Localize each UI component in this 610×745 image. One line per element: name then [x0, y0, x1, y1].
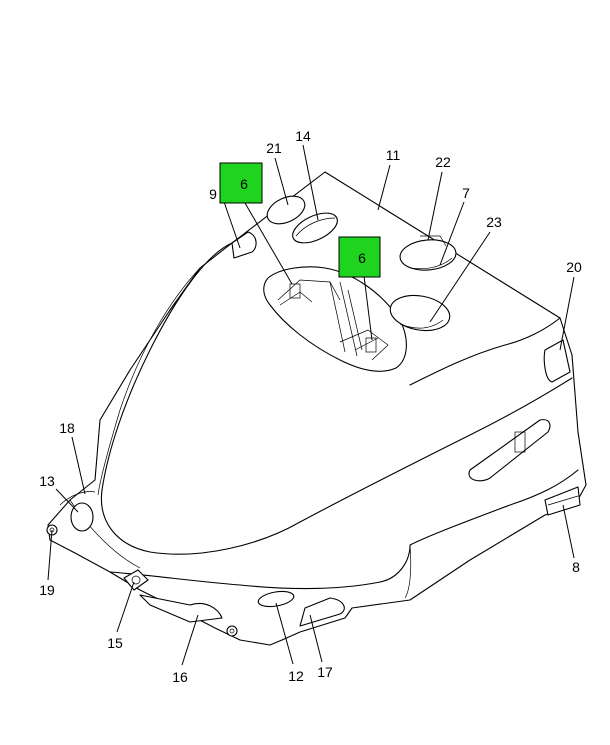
callout-15: 15	[107, 635, 123, 651]
opening-rail-2	[329, 281, 346, 353]
leader-6a	[244, 202, 293, 285]
callout-6a: 6	[240, 176, 248, 192]
highlight-box-6a	[219, 162, 263, 204]
callout-7: 7	[462, 185, 470, 201]
leader-17	[309, 614, 323, 663]
notch-22	[420, 235, 447, 247]
leader-23	[429, 231, 491, 323]
hood-assembly	[47, 171, 587, 646]
fastener-15	[123, 569, 149, 591]
callout-16: 16	[172, 669, 188, 685]
leader-6b	[363, 275, 373, 341]
fastener-lower	[226, 625, 238, 637]
callout-19: 19	[39, 582, 55, 598]
callout-21: 21	[266, 140, 282, 156]
leader-14	[302, 144, 319, 221]
opening-rail-6	[339, 329, 389, 361]
opening-23-lip	[399, 319, 444, 329]
opening-14	[292, 212, 338, 244]
center-opening	[263, 266, 407, 372]
highlight-box-6b	[338, 236, 381, 278]
callout-17: 17	[317, 664, 333, 680]
tab-9	[231, 231, 257, 259]
highlight-boxes: 6 6	[219, 162, 381, 278]
callout-8: 8	[572, 559, 580, 575]
right-shoulder-line	[409, 317, 561, 386]
leader-7	[439, 201, 465, 266]
opening-7	[399, 239, 457, 271]
callout-18: 18	[59, 420, 75, 436]
leader-13	[55, 488, 79, 513]
leader-22	[427, 171, 443, 241]
side-details	[46, 231, 581, 637]
opening-14-lip	[295, 217, 336, 237]
opening-bracket-1	[289, 283, 301, 299]
callout-11: 11	[386, 147, 401, 163]
leader-16	[181, 614, 199, 666]
opening-rail-3	[339, 281, 358, 357]
opening-rail-1	[277, 279, 341, 301]
callout-20: 20	[566, 259, 582, 275]
bracket-8-line	[547, 495, 579, 506]
center-opening-outline	[263, 266, 407, 372]
left-flank-line	[97, 267, 201, 496]
leader-11	[377, 164, 391, 211]
opening-21	[266, 195, 306, 225]
callout-13: 13	[39, 473, 55, 489]
top-openings	[266, 195, 457, 332]
nose-dome-edge	[100, 242, 573, 555]
opening-rail-7	[354, 337, 379, 351]
callout-6b: 6	[358, 250, 366, 266]
leader-19	[47, 529, 53, 581]
leader-21	[274, 157, 289, 206]
lip-16	[139, 594, 223, 623]
side-vent	[468, 419, 551, 482]
opening-7-lip	[409, 257, 453, 270]
callout-9: 9	[209, 186, 217, 202]
fastener-15-hole	[131, 575, 141, 585]
handle-20	[543, 339, 571, 383]
callout-12: 12	[288, 668, 304, 684]
leader-lines	[47, 144, 575, 666]
rim-18	[59, 491, 96, 506]
leader-20	[559, 276, 575, 351]
callout-14: 14	[295, 128, 311, 144]
fastener-lower-hole	[229, 628, 235, 634]
leader-12	[275, 602, 294, 665]
opening-23	[389, 294, 451, 332]
skirt-inner-line	[404, 544, 412, 599]
leader-9	[221, 195, 241, 249]
lower-skirt-line	[109, 469, 579, 589]
leader-8	[562, 504, 575, 559]
leader-15	[116, 581, 135, 633]
opening-rail-4	[347, 289, 363, 351]
bump-13	[70, 502, 94, 532]
callout-22: 22	[435, 154, 451, 170]
callout-labels: 21 14 11 22 7 23 20 9 18 13 19 15 16 12 …	[39, 128, 582, 685]
leader-18	[71, 436, 86, 495]
callout-23: 23	[486, 214, 502, 230]
opening-bracket-2	[365, 337, 377, 353]
side-vent-clip	[514, 431, 526, 453]
